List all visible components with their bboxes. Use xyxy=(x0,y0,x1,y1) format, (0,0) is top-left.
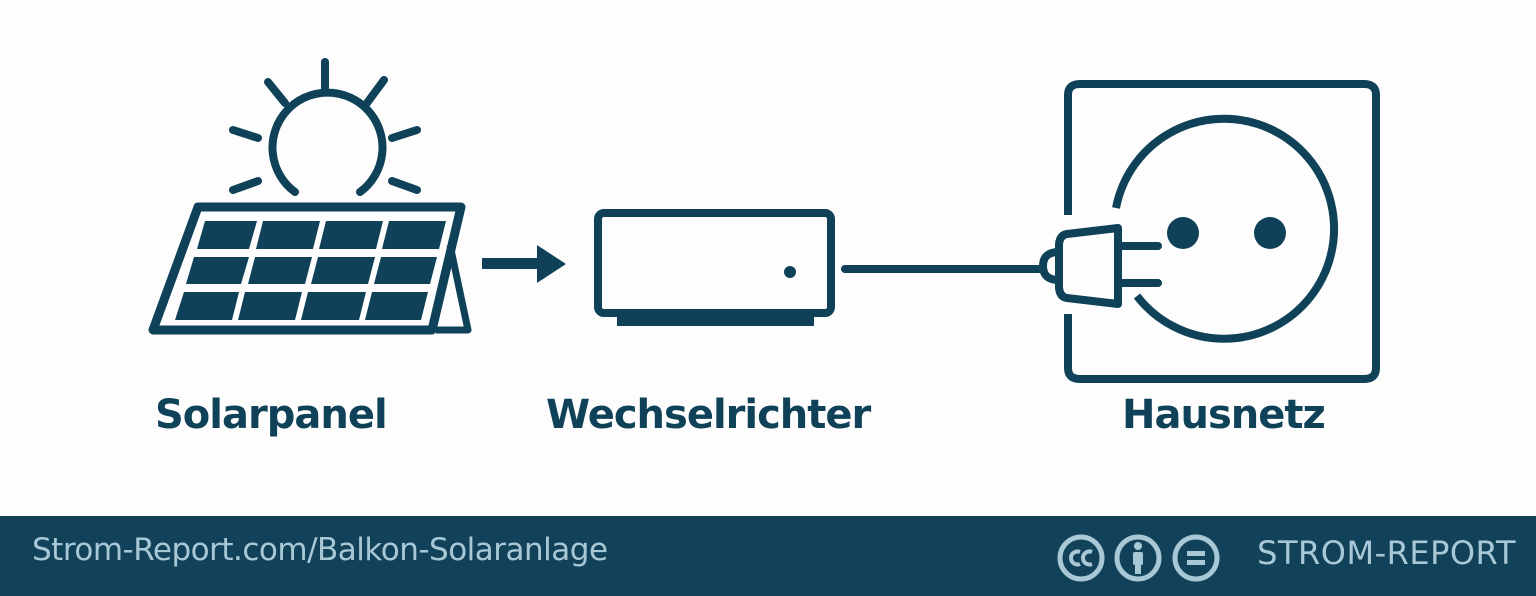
socket-hole-right xyxy=(1254,217,1286,249)
attribution-icon xyxy=(1114,534,1162,582)
label-wechselrichter: Wechselrichter xyxy=(546,392,871,438)
wall-socket-icon xyxy=(1064,80,1380,383)
cc-icon xyxy=(1057,534,1105,582)
source-url-link[interactable]: Strom-Report.com/Balkon-Solaranlage xyxy=(32,532,608,568)
license-icons xyxy=(1057,534,1220,582)
label-hausnetz: Hausnetz xyxy=(1122,392,1326,438)
no-derivatives-icon xyxy=(1172,534,1220,582)
diagram-canvas: Solarpanel Wechselrichter Hausnetz xyxy=(148,58,1380,438)
inverter-icon xyxy=(594,209,835,326)
brand-name: STROM-REPORT xyxy=(1257,534,1516,572)
socket-hole-left xyxy=(1167,217,1199,249)
footer-bar: Strom-Report.com/Balkon-Solaranlage STRO… xyxy=(0,516,1536,596)
plug-icon xyxy=(1039,224,1162,308)
solar-panel-icon xyxy=(148,202,472,335)
sun-icon xyxy=(229,58,421,196)
arrow-right-icon xyxy=(482,245,566,283)
label-solarpanel: Solarpanel xyxy=(155,392,388,438)
diagram-illustration xyxy=(148,58,1380,383)
